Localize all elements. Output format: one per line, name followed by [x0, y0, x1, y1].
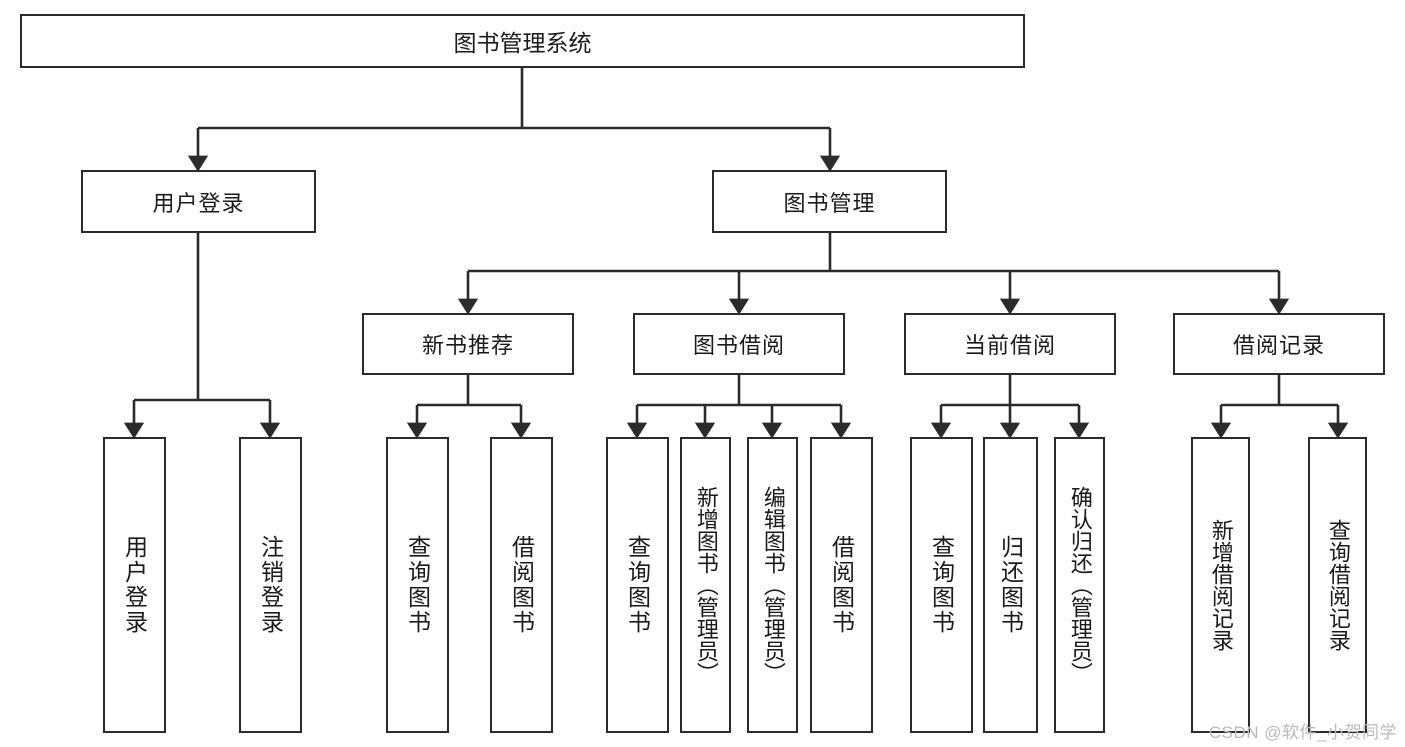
node-book-borrow[interactable]: 图书借阅 — [633, 313, 845, 375]
node-leaf-user-login[interactable]: 用户登录 — [103, 437, 166, 733]
node-leaf-return-book[interactable]: 归还图书 — [983, 437, 1038, 733]
node-leaf-borrow-book-1-label: 借阅图书 — [508, 535, 535, 635]
node-leaf-logout-login[interactable]: 注销登录 — [239, 437, 302, 733]
node-leaf-query-book-1[interactable]: 查询图书 — [386, 437, 449, 733]
node-leaf-borrow-book-2-label: 借阅图书 — [828, 535, 855, 635]
node-leaf-query-book-3[interactable]: 查询图书 — [910, 437, 973, 733]
node-root-label: 图书管理系统 — [453, 30, 592, 56]
node-book-management[interactable]: 图书管理 — [712, 170, 947, 233]
node-user-login[interactable]: 用户登录 — [81, 170, 316, 233]
node-borrow-record-label: 借阅记录 — [1232, 333, 1325, 358]
node-borrow-record[interactable]: 借阅记录 — [1173, 313, 1385, 375]
node-leaf-query-book-3-label: 查询图书 — [928, 535, 955, 635]
node-leaf-add-book-admin-label: 新增图书（管理员） — [693, 486, 719, 684]
node-user-login-label: 用户登录 — [152, 190, 245, 216]
node-leaf-query-book-2[interactable]: 查询图书 — [606, 437, 669, 733]
node-book-management-label: 图书管理 — [783, 190, 876, 216]
node-root[interactable]: 图书管理系统 — [20, 14, 1025, 68]
node-leaf-borrow-book-2[interactable]: 借阅图书 — [810, 437, 873, 733]
node-leaf-add-book-admin[interactable]: 新增图书（管理员） — [680, 437, 731, 733]
node-leaf-edit-book-admin[interactable]: 编辑图书（管理员） — [747, 437, 798, 733]
node-book-borrow-label: 图书借阅 — [692, 333, 785, 358]
node-leaf-edit-book-admin-label: 编辑图书（管理员） — [760, 486, 786, 684]
node-leaf-confirm-return-admin[interactable]: 确认归还（管理员） — [1054, 437, 1105, 733]
node-current-borrow-label: 当前借阅 — [963, 333, 1056, 358]
node-leaf-confirm-return-admin-label: 确认归还（管理员） — [1067, 486, 1093, 684]
node-leaf-query-book-1-label: 查询图书 — [404, 535, 431, 635]
node-leaf-add-borrow-record-label: 新增借阅记录 — [1208, 519, 1234, 651]
node-leaf-add-borrow-record[interactable]: 新增借阅记录 — [1191, 437, 1250, 733]
node-leaf-logout-login-label: 注销登录 — [257, 535, 284, 635]
csdn-watermark: CSDN @软件_小贺同学 — [1208, 723, 1397, 742]
node-leaf-borrow-book-1[interactable]: 借阅图书 — [490, 437, 553, 733]
node-leaf-query-borrow-record-label: 查询借阅记录 — [1325, 519, 1351, 651]
node-new-book-recommend[interactable]: 新书推荐 — [362, 313, 574, 375]
node-leaf-return-book-label: 归还图书 — [997, 535, 1024, 635]
node-leaf-user-login-label: 用户登录 — [121, 535, 148, 635]
node-leaf-query-borrow-record[interactable]: 查询借阅记录 — [1308, 437, 1367, 733]
node-new-book-recommend-label: 新书推荐 — [421, 333, 514, 358]
node-current-borrow[interactable]: 当前借阅 — [904, 313, 1116, 375]
node-leaf-query-book-2-label: 查询图书 — [624, 535, 651, 635]
